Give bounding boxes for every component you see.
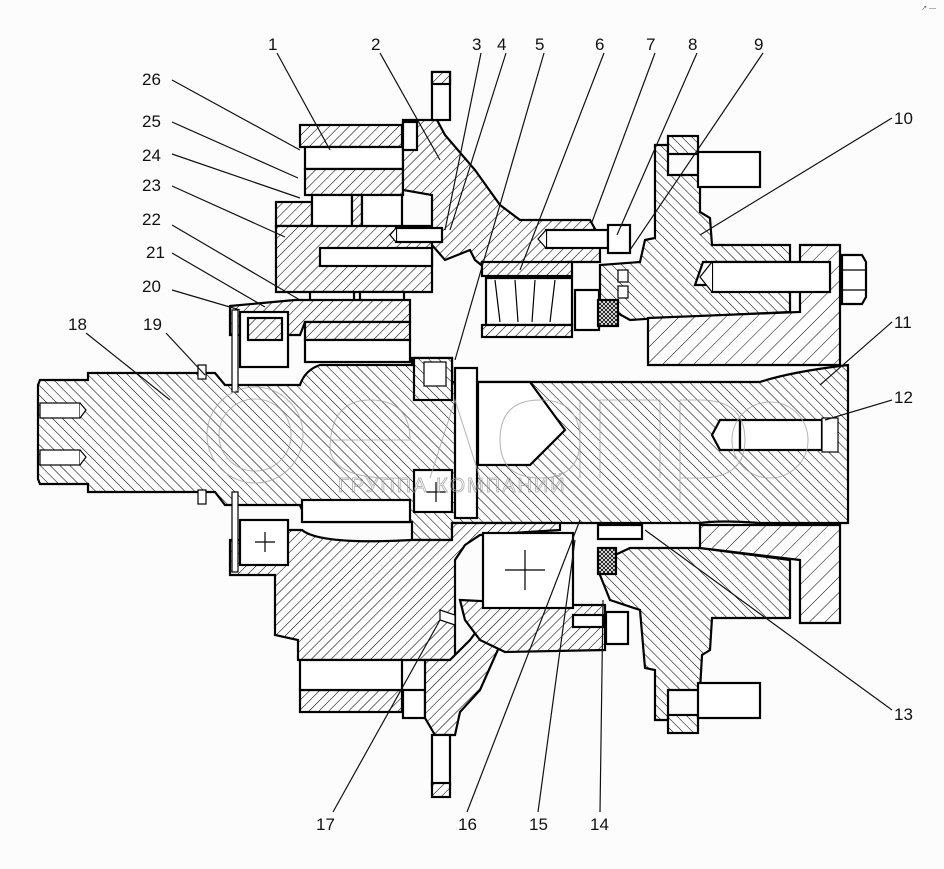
callout-17: 17 (316, 815, 335, 834)
callout-16: 16 (458, 815, 477, 834)
callout-22: 22 (142, 210, 161, 229)
callout-1: 1 (268, 35, 277, 54)
callout-8: 8 (688, 35, 697, 54)
callout-2: 2 (371, 35, 380, 54)
watermark: ГРУППА КОМПАНИЙ (206, 386, 809, 500)
carrier-upper (228, 70, 632, 393)
callout-11: 11 (894, 313, 912, 332)
watermark-logo-circle (206, 386, 304, 484)
leader-lines (85, 52, 893, 813)
callout-21: 21 (146, 243, 165, 262)
carrier-lower (228, 491, 644, 799)
callout-20: 20 (142, 277, 161, 296)
shaft-18 (36, 356, 850, 542)
watermark-subtitle: ГРУППА КОМПАНИЙ (338, 473, 567, 497)
callout-12: 12 (894, 388, 913, 407)
callout-4: 4 (497, 35, 506, 54)
callout-9: 9 (754, 35, 763, 54)
hub-lower (598, 523, 842, 735)
callout-7: 7 (646, 35, 655, 54)
callout-24: 24 (142, 146, 161, 165)
end-bolt-12 (710, 417, 839, 453)
callout-5: 5 (535, 35, 544, 54)
corner-mark: ↗ — (921, 5, 936, 12)
callout-18: 18 (68, 315, 87, 334)
hub-10 (598, 134, 868, 367)
callout-3: 3 (472, 35, 481, 54)
bearing-6 (480, 260, 629, 339)
callout-15: 15 (529, 815, 548, 834)
callout-25: 25 (142, 112, 161, 131)
callout-10: 10 (894, 109, 913, 128)
callout-13: 13 (894, 705, 913, 724)
callout-23: 23 (142, 176, 161, 195)
callout-labels: 1 2 3 4 5 6 7 8 9 10 11 12 13 14 15 16 1… (68, 35, 913, 834)
callout-14: 14 (590, 815, 609, 834)
callout-6: 6 (595, 35, 604, 54)
callout-26: 26 (142, 70, 161, 89)
callout-19: 19 (143, 315, 162, 334)
